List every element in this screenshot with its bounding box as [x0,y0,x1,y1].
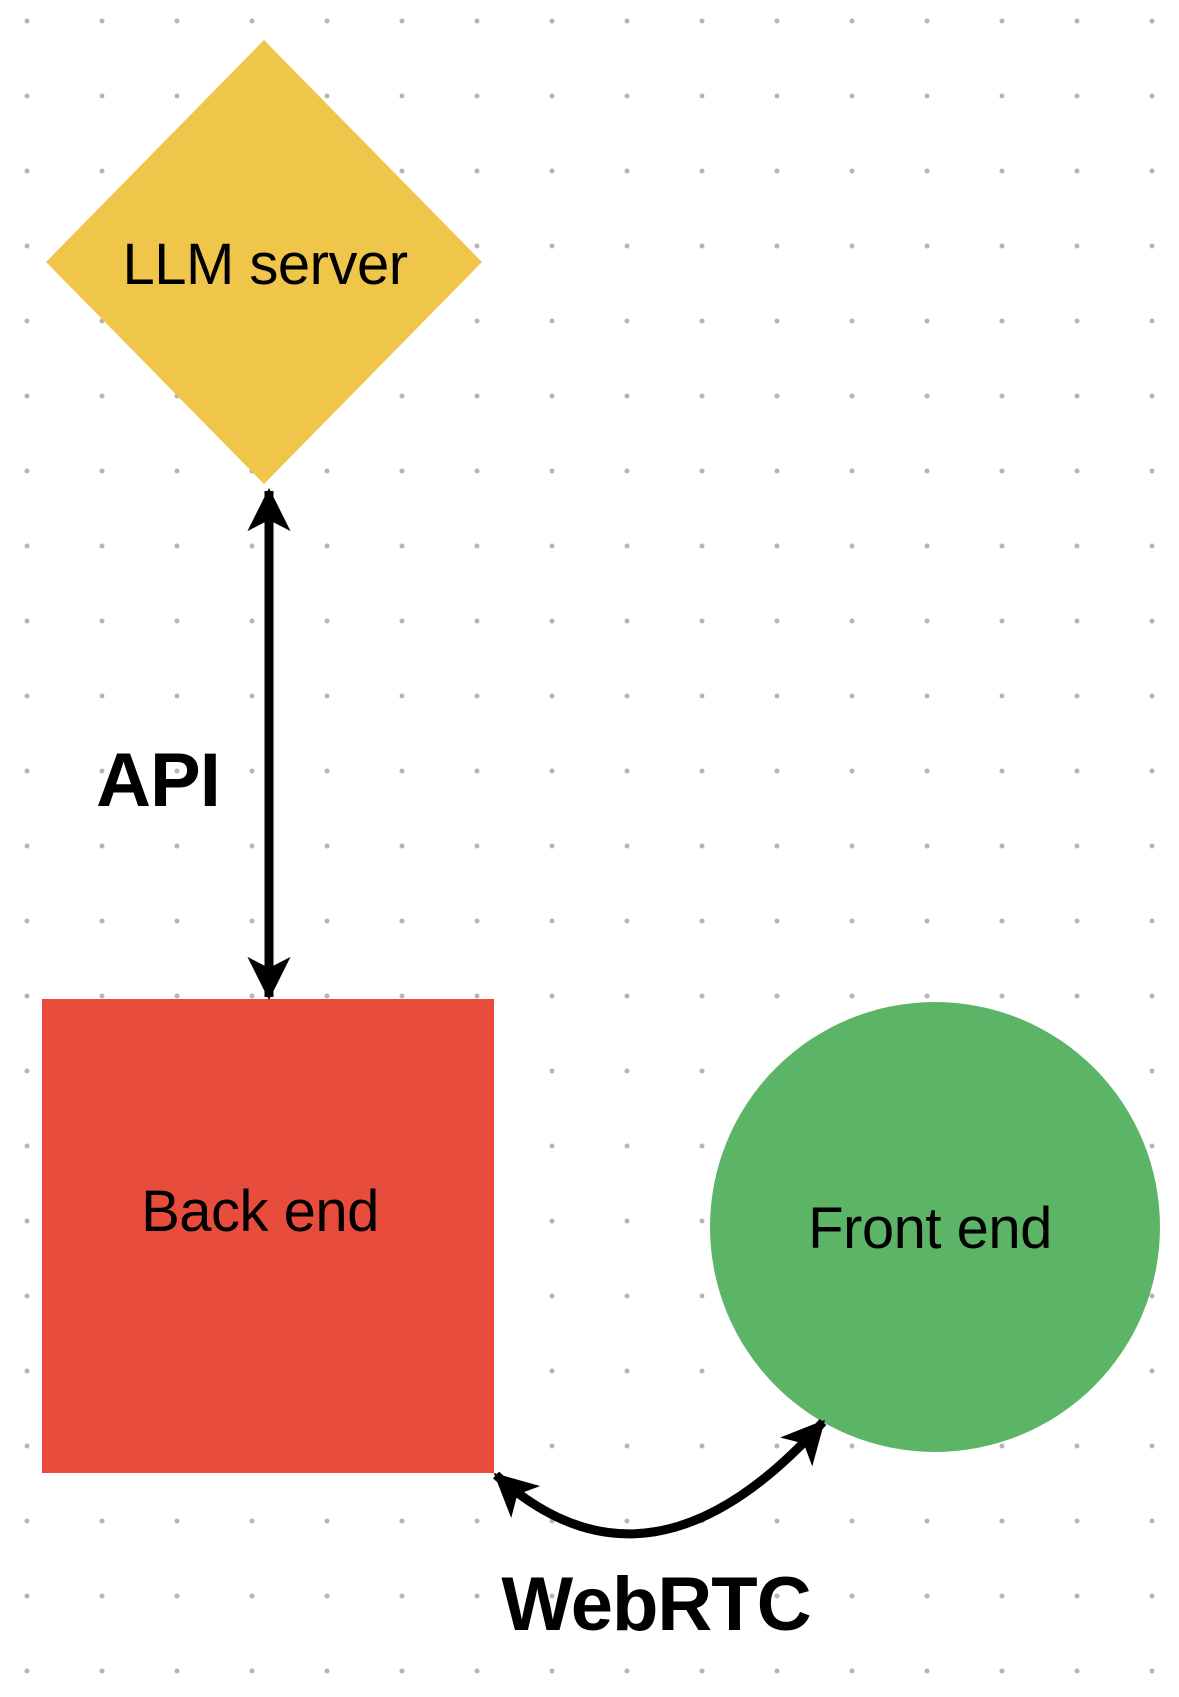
webrtc-label: WebRTC [501,1562,811,1647]
front-end-label: Front end [808,1196,1052,1261]
circle-shape-front-end[interactable] [710,1002,1160,1452]
square-shape-back-end[interactable] [42,999,494,1473]
llm-server-label: LLM server [122,232,408,297]
webrtc-connector-arrow[interactable] [492,1418,827,1539]
api-label: API [96,738,221,823]
back-end-label: Back end [141,1179,379,1244]
diamond-shape-llm-server[interactable] [46,40,482,484]
